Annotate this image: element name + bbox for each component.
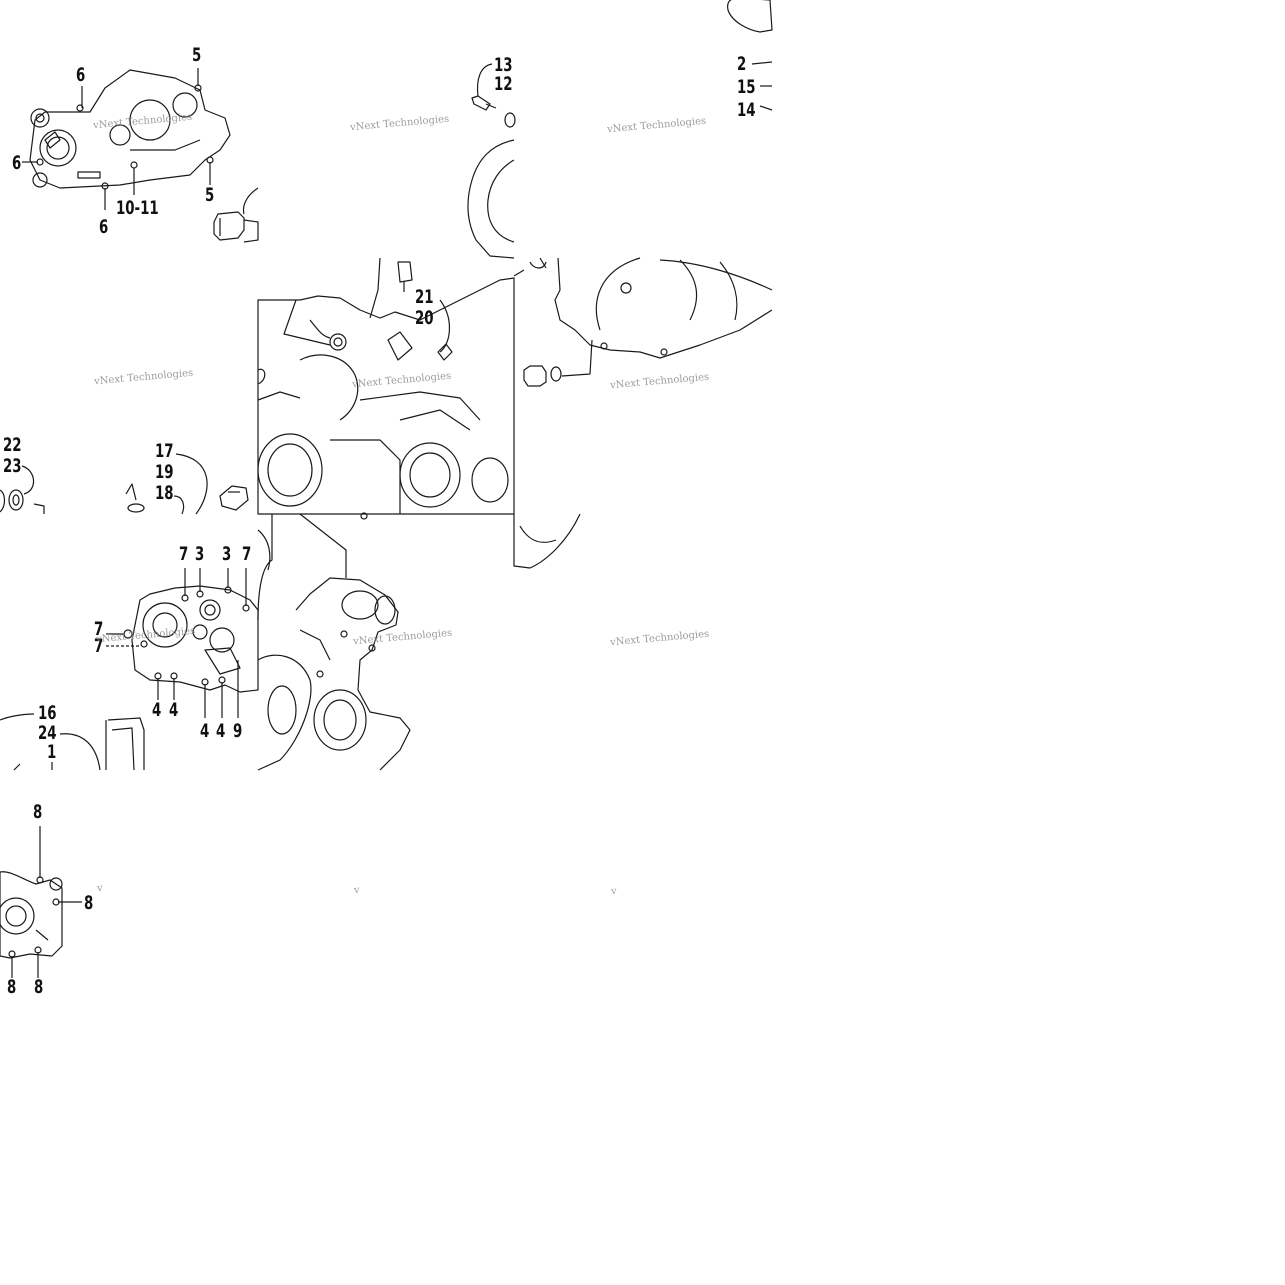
- oring-18-19-part: [125, 453, 249, 515]
- part-2-fragment: [727, 0, 773, 111]
- callout-label: 12: [494, 73, 513, 95]
- main-crankcase-part: [257, 257, 515, 520]
- crankcase-cover-left-part: [22, 68, 231, 210]
- callout-label: 24: [38, 722, 57, 744]
- callout-label: 7: [179, 543, 189, 565]
- callout-label: 7: [94, 618, 104, 640]
- callout-label: 9: [233, 720, 243, 742]
- callout-label: 8: [34, 976, 44, 998]
- callout-label: 7: [94, 635, 104, 657]
- callout-label: 20: [415, 307, 434, 329]
- breather-tube-part: [0, 713, 145, 771]
- callout-label: 6: [99, 216, 109, 238]
- callout-label: 14: [737, 99, 756, 121]
- case-edge-top-part: [467, 139, 515, 259]
- callout-label: 5: [205, 184, 215, 206]
- callout-label: 6: [76, 64, 86, 86]
- callout-label: 7: [242, 543, 252, 565]
- callout-label: 22: [3, 434, 22, 456]
- callout-label: 8: [7, 976, 17, 998]
- callout-label: 8: [84, 892, 94, 914]
- crankcase-lower-center-part: [257, 513, 411, 771]
- callout-label: 16: [38, 702, 57, 724]
- callout-label: 3: [222, 543, 232, 565]
- seal-23-part: [0, 465, 45, 514]
- case-edge-lower-right-part: [513, 513, 581, 569]
- callout-label: 4: [169, 699, 179, 721]
- callout-label: 19: [155, 461, 174, 483]
- watermark-text: v: [96, 882, 104, 895]
- callout-label: 5: [192, 44, 202, 66]
- watermark-text: v: [353, 884, 361, 897]
- callout-label: 10-11: [116, 197, 159, 219]
- callout-label: 4: [200, 720, 210, 742]
- callout-label: 23: [3, 455, 22, 477]
- drain-bolt-part: [213, 187, 259, 243]
- callout-label: 15: [737, 76, 756, 98]
- fitting-13-part: [471, 63, 516, 128]
- callout-label: 4: [152, 699, 162, 721]
- callout-label: 21: [415, 286, 434, 308]
- callout-label: 8: [33, 801, 43, 823]
- callout-label: 4: [216, 720, 226, 742]
- watermark-text: v: [610, 885, 618, 898]
- callout-label: 17: [155, 440, 174, 462]
- callout-label: 1: [47, 741, 57, 763]
- callout-label: 18: [155, 482, 174, 504]
- callout-label: 13: [494, 54, 513, 76]
- callout-label: 6: [12, 152, 22, 174]
- callout-label: 3: [195, 543, 205, 565]
- crankcase-cover-lower-part: [106, 568, 259, 718]
- callout-label: 2: [737, 53, 747, 75]
- crankcase-right-part: [513, 257, 773, 387]
- crankcase-cover-bottom-part: [0, 826, 82, 978]
